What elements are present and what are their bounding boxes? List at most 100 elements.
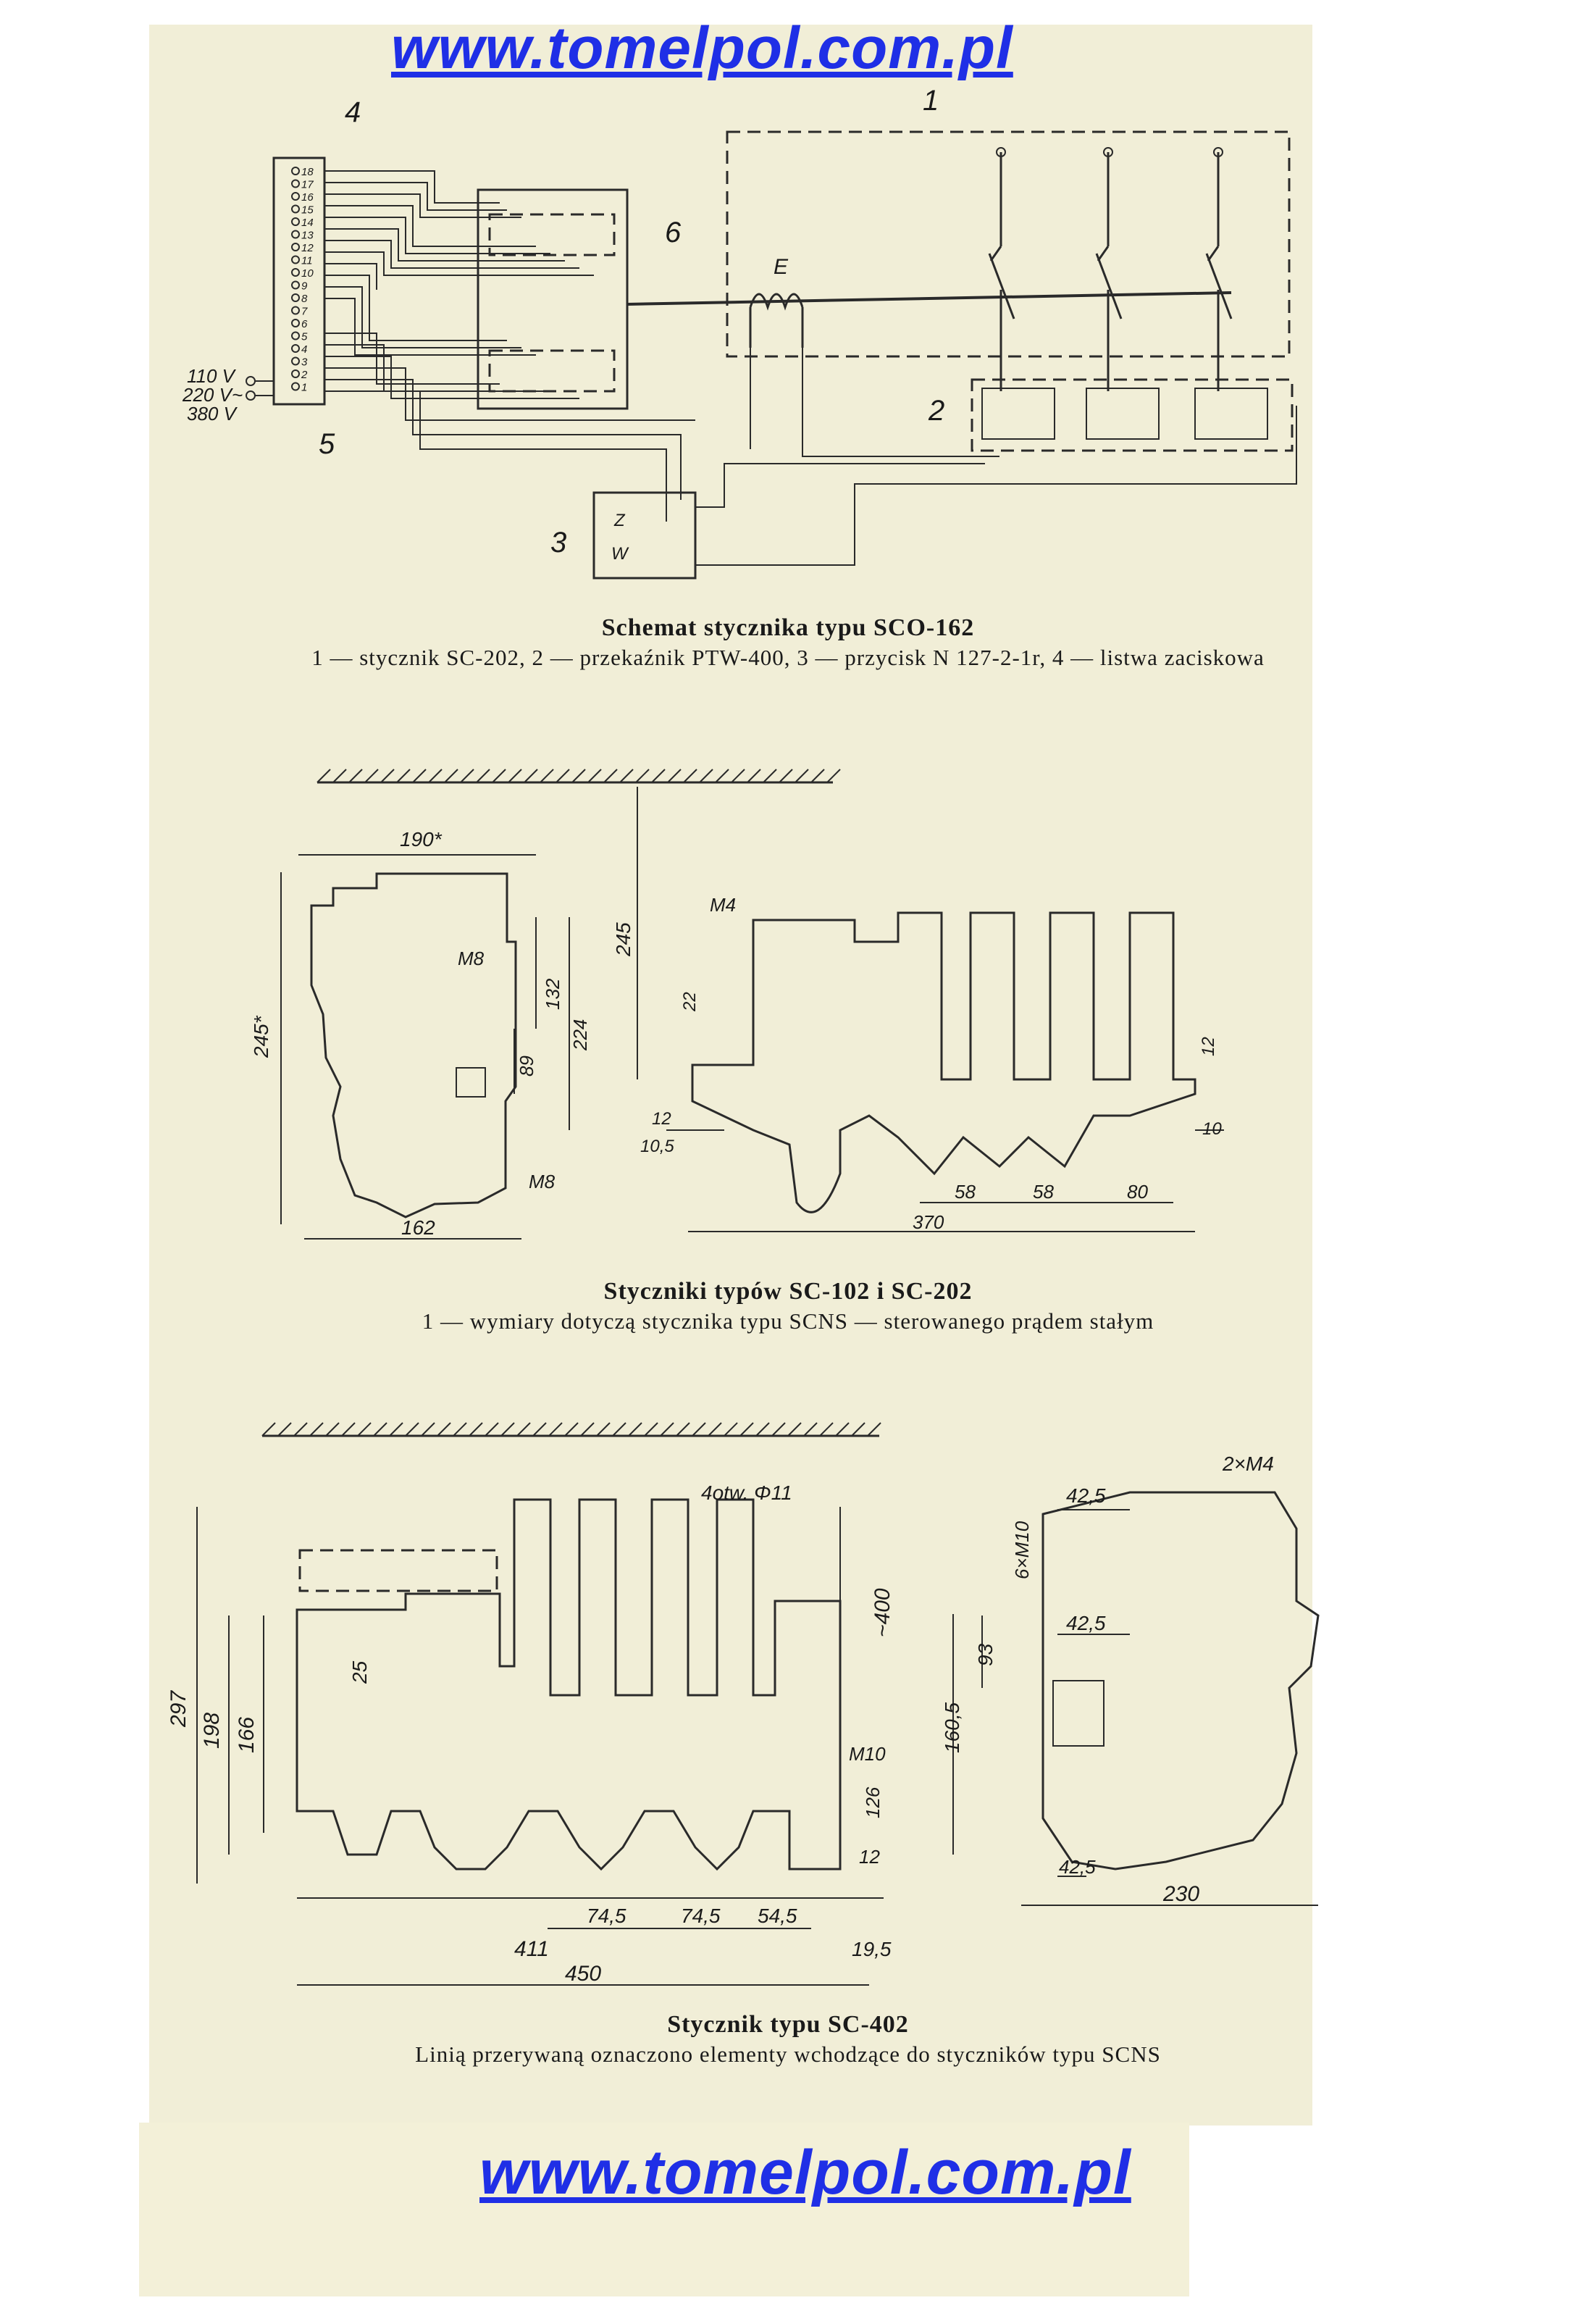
dim-12-b: 12 [1199,1037,1218,1056]
terminal-number: 3 [301,356,308,369]
terminal-number: 11 [301,255,313,267]
terminal-number: 15 [301,204,314,217]
coil-label: E [774,255,789,279]
terminal-screw [291,217,300,226]
callout-4: 4 [345,96,361,128]
schematic-legend: 1 — stycznik SC-202, 2 — przekaźnik PTW-… [311,645,1265,670]
sc102-note: 1 — wymiary dotyczą stycznika typu SCNS … [422,1308,1154,1334]
terminal-screw [291,344,300,353]
terminal-screw [291,306,300,315]
dim-400: ~400 [871,1588,894,1637]
dim-166: 166 [235,1717,259,1753]
dim-25: 25 [348,1660,371,1684]
terminal-screw [291,319,300,327]
dim-89: 89 [516,1056,537,1077]
dim-42-5-b: 42,5 [1066,1612,1106,1634]
dim-74-5-b: 74,5 [681,1905,721,1927]
coil-e [749,293,804,311]
dim-2xm4: 2×M4 [1222,1452,1274,1475]
schematic-voltage-110: 110 V [187,365,237,387]
sc102-title: Styczniki typów SC-102 i SC-202 [603,1278,973,1305]
dim-22: 22 [680,992,700,1012]
terminal-strip [272,156,326,406]
terminal-screw [291,230,300,239]
sc402-note: Linią przerywaną oznaczono elementy wcho… [415,2041,1161,2067]
terminal-number: 7 [301,306,308,318]
dim-411: 411 [514,1937,549,1961]
terminal-number: 6 [301,318,308,330]
watermark-url-bottom[interactable]: www.tomelpol.com.pl [479,2138,1131,2207]
terminal-number: 18 [301,166,314,178]
front-view-outline [691,911,1196,1213]
sc402-front-outline [296,1498,842,1871]
callout-6: 6 [665,217,682,248]
dim-m4: M4 [710,894,736,916]
dim-190: 190* [400,828,443,850]
terminal-number: 16 [301,191,314,204]
dim-42-5-c: 42,5 [1059,1856,1096,1878]
terminal-screw [291,280,300,290]
callout-1: 1 [923,85,939,117]
terminal-screw [291,268,300,277]
terminal-screw [291,369,300,378]
dim-224: 224 [569,1019,591,1051]
callout-5: 5 [319,428,335,460]
dim-12-c: 12 [859,1846,880,1868]
dim-297: 297 [167,1690,190,1728]
schematic-voltage-380: 380 V [187,403,238,425]
terminal-number: 5 [301,331,308,343]
dim-93: 93 [974,1643,997,1666]
dim-245-star: 245* [250,1015,272,1058]
watermark-url-top[interactable]: www.tomelpol.com.pl [391,15,1013,81]
dim-126: 126 [862,1786,884,1818]
dim-10-5: 10,5 [640,1137,674,1156]
dim-80: 80 [1127,1181,1148,1203]
dim-12-a: 12 [652,1109,671,1129]
schematic-title: Schemat stycznika typu SCO-162 [601,614,975,641]
dim-19-5: 19,5 [852,1938,892,1960]
terminal-number: 9 [301,280,308,293]
sc402-title: Stycznik typu SC-402 [667,2011,909,2038]
scanned-page [149,25,1312,2126]
schematic-voltage-220: 220 V~ [182,384,243,406]
dim-160-5: 160,5 [941,1702,963,1753]
dim-m10: M10 [849,1743,886,1765]
push-button-box [592,491,697,580]
terminal-number: 1 [301,382,307,394]
dim-m8-b: M8 [529,1171,556,1192]
dim-10: 10 [1202,1119,1222,1139]
terminal-number: 12 [301,242,314,254]
terminal-number: 17 [301,179,314,191]
button-label-w: W [611,544,629,564]
sc402-side-outline [1041,1491,1320,1871]
dim-54-5: 54,5 [758,1905,797,1927]
contactor-box-dashed [726,130,1291,358]
terminal-screw [291,331,300,340]
dim-162: 162 [401,1216,435,1239]
dim-58-a: 58 [955,1181,976,1203]
terminal-screw [291,255,300,264]
callout-3: 3 [550,527,566,559]
dim-m8-a: M8 [458,948,485,969]
side-view-outline [310,872,517,1219]
scanned-page-footer [139,2123,1189,2296]
terminal-number: 8 [301,293,308,305]
relay-box-dashed [971,378,1294,452]
dim-6xm10: 6×M10 [1011,1521,1033,1579]
callout-2: 2 [928,395,944,427]
dim-230: 230 [1162,1882,1199,1906]
terminal-screw [291,204,300,214]
dim-132: 132 [542,978,563,1010]
main-contacts [626,152,1233,391]
terminal-screw [291,192,300,201]
sc402-drawing [196,1422,1320,1986]
sc102-dimension-lines [280,787,1224,1240]
relay-blocks [981,388,1268,440]
button-label-z: Z [613,511,626,530]
dim-42-5-a: 42,5 [1066,1484,1106,1507]
terminal-screw [291,356,300,366]
terminal-number: 13 [301,230,314,242]
terminal-number: 2 [301,369,308,381]
